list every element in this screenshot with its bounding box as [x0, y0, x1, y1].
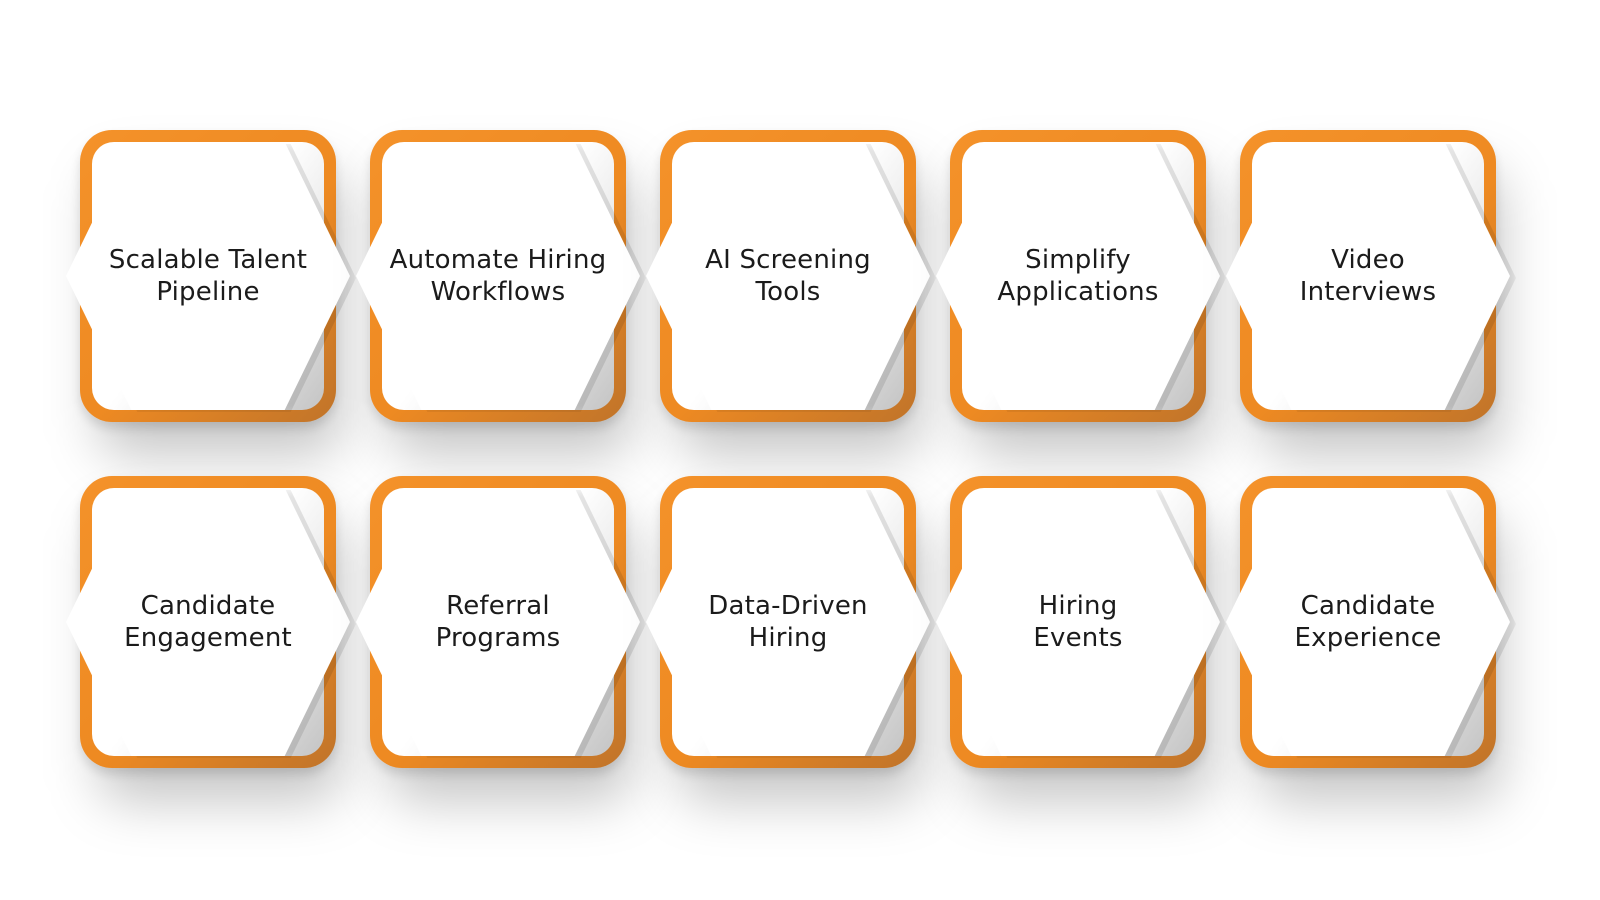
hexagon	[936, 142, 1220, 410]
card-label-line2: Engagement	[124, 623, 292, 653]
hexagon	[936, 488, 1220, 756]
card-label-line1: Referral	[446, 591, 550, 621]
card-label-line1: Simplify	[1025, 245, 1131, 275]
card-label-line2: Pipeline	[156, 277, 260, 307]
card-label: Referral Programs	[360, 590, 636, 654]
card-label-line1: Data-Driven	[708, 591, 868, 621]
card-ai-screening-tools: AI Screening Tools	[646, 130, 936, 456]
card-label-line1: Candidate	[1300, 591, 1436, 621]
hexagon	[66, 142, 350, 410]
card-hiring-events: Hiring Events	[936, 476, 1226, 802]
hexagon	[1226, 488, 1510, 756]
card-label-line1: Video	[1331, 245, 1405, 275]
card-video-interviews: Video Interviews	[1226, 130, 1516, 456]
hexagon	[356, 142, 640, 410]
card-label: Simplify Applications	[940, 244, 1216, 308]
card-label-line2: Tools	[755, 277, 821, 307]
card-candidate-engagement: Candidate Engagement	[66, 476, 356, 802]
card-candidate-experience: Candidate Experience	[1226, 476, 1516, 802]
card-label: Scalable Talent Pipeline	[70, 244, 346, 308]
card-label-line2: Events	[1033, 623, 1123, 653]
card-scalable-talent-pipeline: Scalable Talent Pipeline	[66, 130, 356, 456]
card-label-line1: Scalable Talent	[108, 245, 308, 275]
hexagon	[1226, 142, 1510, 410]
card-label-line1: AI Screening	[705, 245, 871, 275]
card-label: Candidate Engagement	[70, 590, 346, 654]
card-label-line2: Hiring	[748, 623, 828, 653]
card-label-line2: Applications	[997, 277, 1159, 307]
hexagon	[356, 488, 640, 756]
card-label-line2: Workflows	[430, 277, 566, 307]
card-label-line1: Automate Hiring	[389, 245, 607, 275]
card-label: Hiring Events	[940, 590, 1216, 654]
card-label: AI Screening Tools	[650, 244, 926, 308]
card-label-line2: Experience	[1294, 623, 1442, 653]
hexagon	[66, 488, 350, 756]
card-label-line1: Hiring	[1038, 591, 1118, 621]
hexagon	[646, 488, 930, 756]
card-label: Video Interviews	[1230, 244, 1506, 308]
card-label: Candidate Experience	[1230, 590, 1506, 654]
card-label-line2: Interviews	[1299, 277, 1437, 307]
card-label: Data-Driven Hiring	[650, 590, 926, 654]
card-label-line2: Programs	[435, 623, 561, 653]
card-label-line1: Candidate	[140, 591, 276, 621]
hexagon	[646, 142, 930, 410]
card-data-driven-hiring: Data-Driven Hiring	[646, 476, 936, 802]
card-label: Automate Hiring Workflows	[360, 244, 636, 308]
card-automate-hiring-workflows: Automate Hiring Workflows	[356, 130, 646, 456]
card-simplify-applications: Simplify Applications	[936, 130, 1226, 456]
card-referral-programs: Referral Programs	[356, 476, 646, 802]
